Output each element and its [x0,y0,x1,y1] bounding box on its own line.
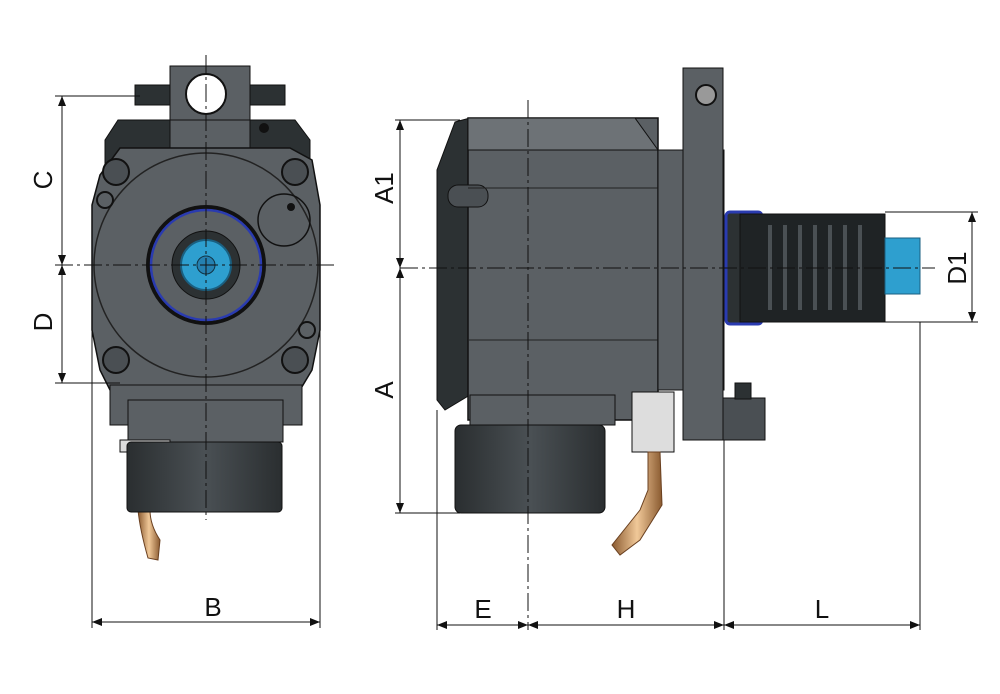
housing-side [467,117,659,421]
dimension-lines [55,95,978,630]
collet-nut-side [454,424,606,514]
dim-label-h: H [617,594,636,624]
dim-label-d1: D1 [942,251,972,284]
dim-label-d: D [28,313,58,332]
side-view [436,67,921,556]
drive-spline [884,237,921,295]
center-lines [55,55,935,630]
dim-label-e: E [474,594,491,624]
collet-nut-front [126,441,283,513]
dim-label-b: B [204,592,221,622]
dim-label-a1: A1 [369,172,399,204]
dim-label-l: L [815,594,829,624]
dim-label-a: A [369,381,399,399]
dim-label-c: C [28,171,58,190]
mounting-plate [682,67,724,441]
